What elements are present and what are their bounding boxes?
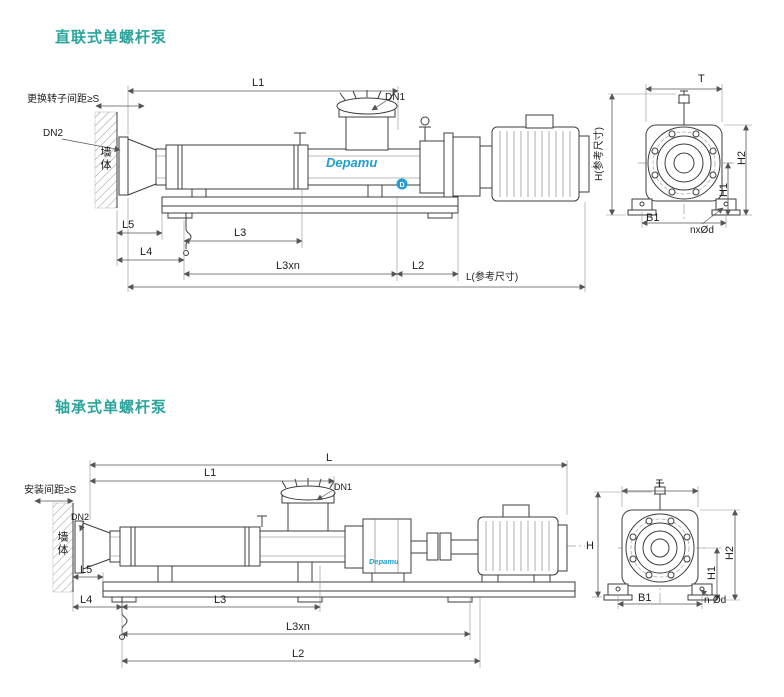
anchor-bolt (121, 597, 128, 633)
dim-label-href: H(参考尺寸) (594, 127, 605, 181)
top-valve (678, 94, 690, 104)
base-frame (102, 581, 576, 592)
brand-roundel (396, 178, 408, 190)
dim-label-l: L (326, 452, 333, 464)
discharge-flange (336, 97, 398, 115)
pump2-dimensions (34, 460, 568, 668)
dim-label-l3: L3 (234, 227, 247, 239)
dim-label-t: T (656, 478, 663, 490)
drive-housing (452, 136, 481, 197)
stator-tube (119, 526, 261, 567)
motor (491, 126, 580, 202)
terminal-box (525, 114, 554, 129)
coupling (426, 532, 439, 561)
dim-label-nod: n-Ød (704, 595, 727, 606)
section1-title: 直联式单螺杆泵 (55, 29, 168, 46)
bearing-housing (362, 518, 412, 574)
dim-label-h2: H2 (736, 150, 748, 166)
motor (477, 516, 559, 576)
note-rotor-clearance: 更换转子间距≥S (27, 94, 100, 105)
suction-cone (82, 522, 111, 570)
pump1-side-view-drawing: D (94, 90, 598, 256)
pump2-end-view-drawing (592, 482, 740, 609)
fan-cover (578, 135, 590, 193)
packing-gland (344, 525, 364, 569)
dim-label-dn1: DN1 (334, 482, 353, 492)
dim-label-h2: H2 (724, 545, 736, 561)
dim-label-l2: L2 (292, 648, 305, 660)
dim-label-dn2: DN2 (43, 128, 64, 139)
section2-title: 轴承式单螺杆泵 (55, 399, 168, 416)
discharge-branch (345, 115, 389, 151)
dim-label-lref: L(参考尺寸) (466, 272, 519, 283)
dim-label-l1: L1 (252, 77, 265, 89)
dim-label-h1: H1 (706, 565, 718, 581)
suction-flange (118, 136, 129, 196)
pump2-side-view-drawing (52, 478, 585, 640)
dim-label-b1: B1 (646, 212, 660, 224)
note-install-clearance: 安装间距≥S (24, 485, 77, 496)
brand-logo-text: Depamu (326, 155, 378, 170)
lantern (419, 140, 445, 194)
wall-label: 墙体 (56, 531, 68, 557)
suction-cone (127, 138, 157, 196)
dim-label-l3: L3 (214, 594, 227, 606)
discharge-branch (287, 502, 329, 532)
dim-label-dn1: DN1 (385, 92, 406, 103)
dim-label-l1: L1 (204, 467, 217, 479)
stator-tube (165, 144, 309, 190)
dim-label-b1: B1 (638, 592, 652, 604)
dim-label-h: H (586, 540, 594, 552)
dim-label-l4: L4 (140, 246, 153, 258)
base-frame (161, 196, 459, 207)
brand-logo-text: Depamu (369, 557, 399, 566)
terminal-box (502, 504, 530, 518)
dim-label-t: T (698, 73, 705, 85)
dim-label-dn2: DN2 (71, 512, 90, 522)
pump1-end-view-drawing (606, 84, 752, 228)
dim-label-l4: L4 (80, 594, 93, 606)
gauge (420, 116, 430, 126)
wall-label: 墙体 (99, 146, 111, 172)
brand-mark: D (399, 182, 404, 189)
dim-label-l2: L2 (412, 260, 425, 272)
dim-label-l5: L5 (122, 219, 135, 231)
pump1-dimensions (61, 86, 586, 292)
dim-label-l3xn: L3xn (286, 621, 310, 633)
discharge-flange (280, 485, 336, 501)
dim-label-h1: H1 (718, 182, 730, 198)
fan-cover (557, 524, 568, 572)
dim-label-l3xn: L3xn (276, 260, 300, 272)
dim-label-nxod: nxØd (690, 225, 714, 236)
dim-label-l5: L5 (80, 564, 93, 576)
